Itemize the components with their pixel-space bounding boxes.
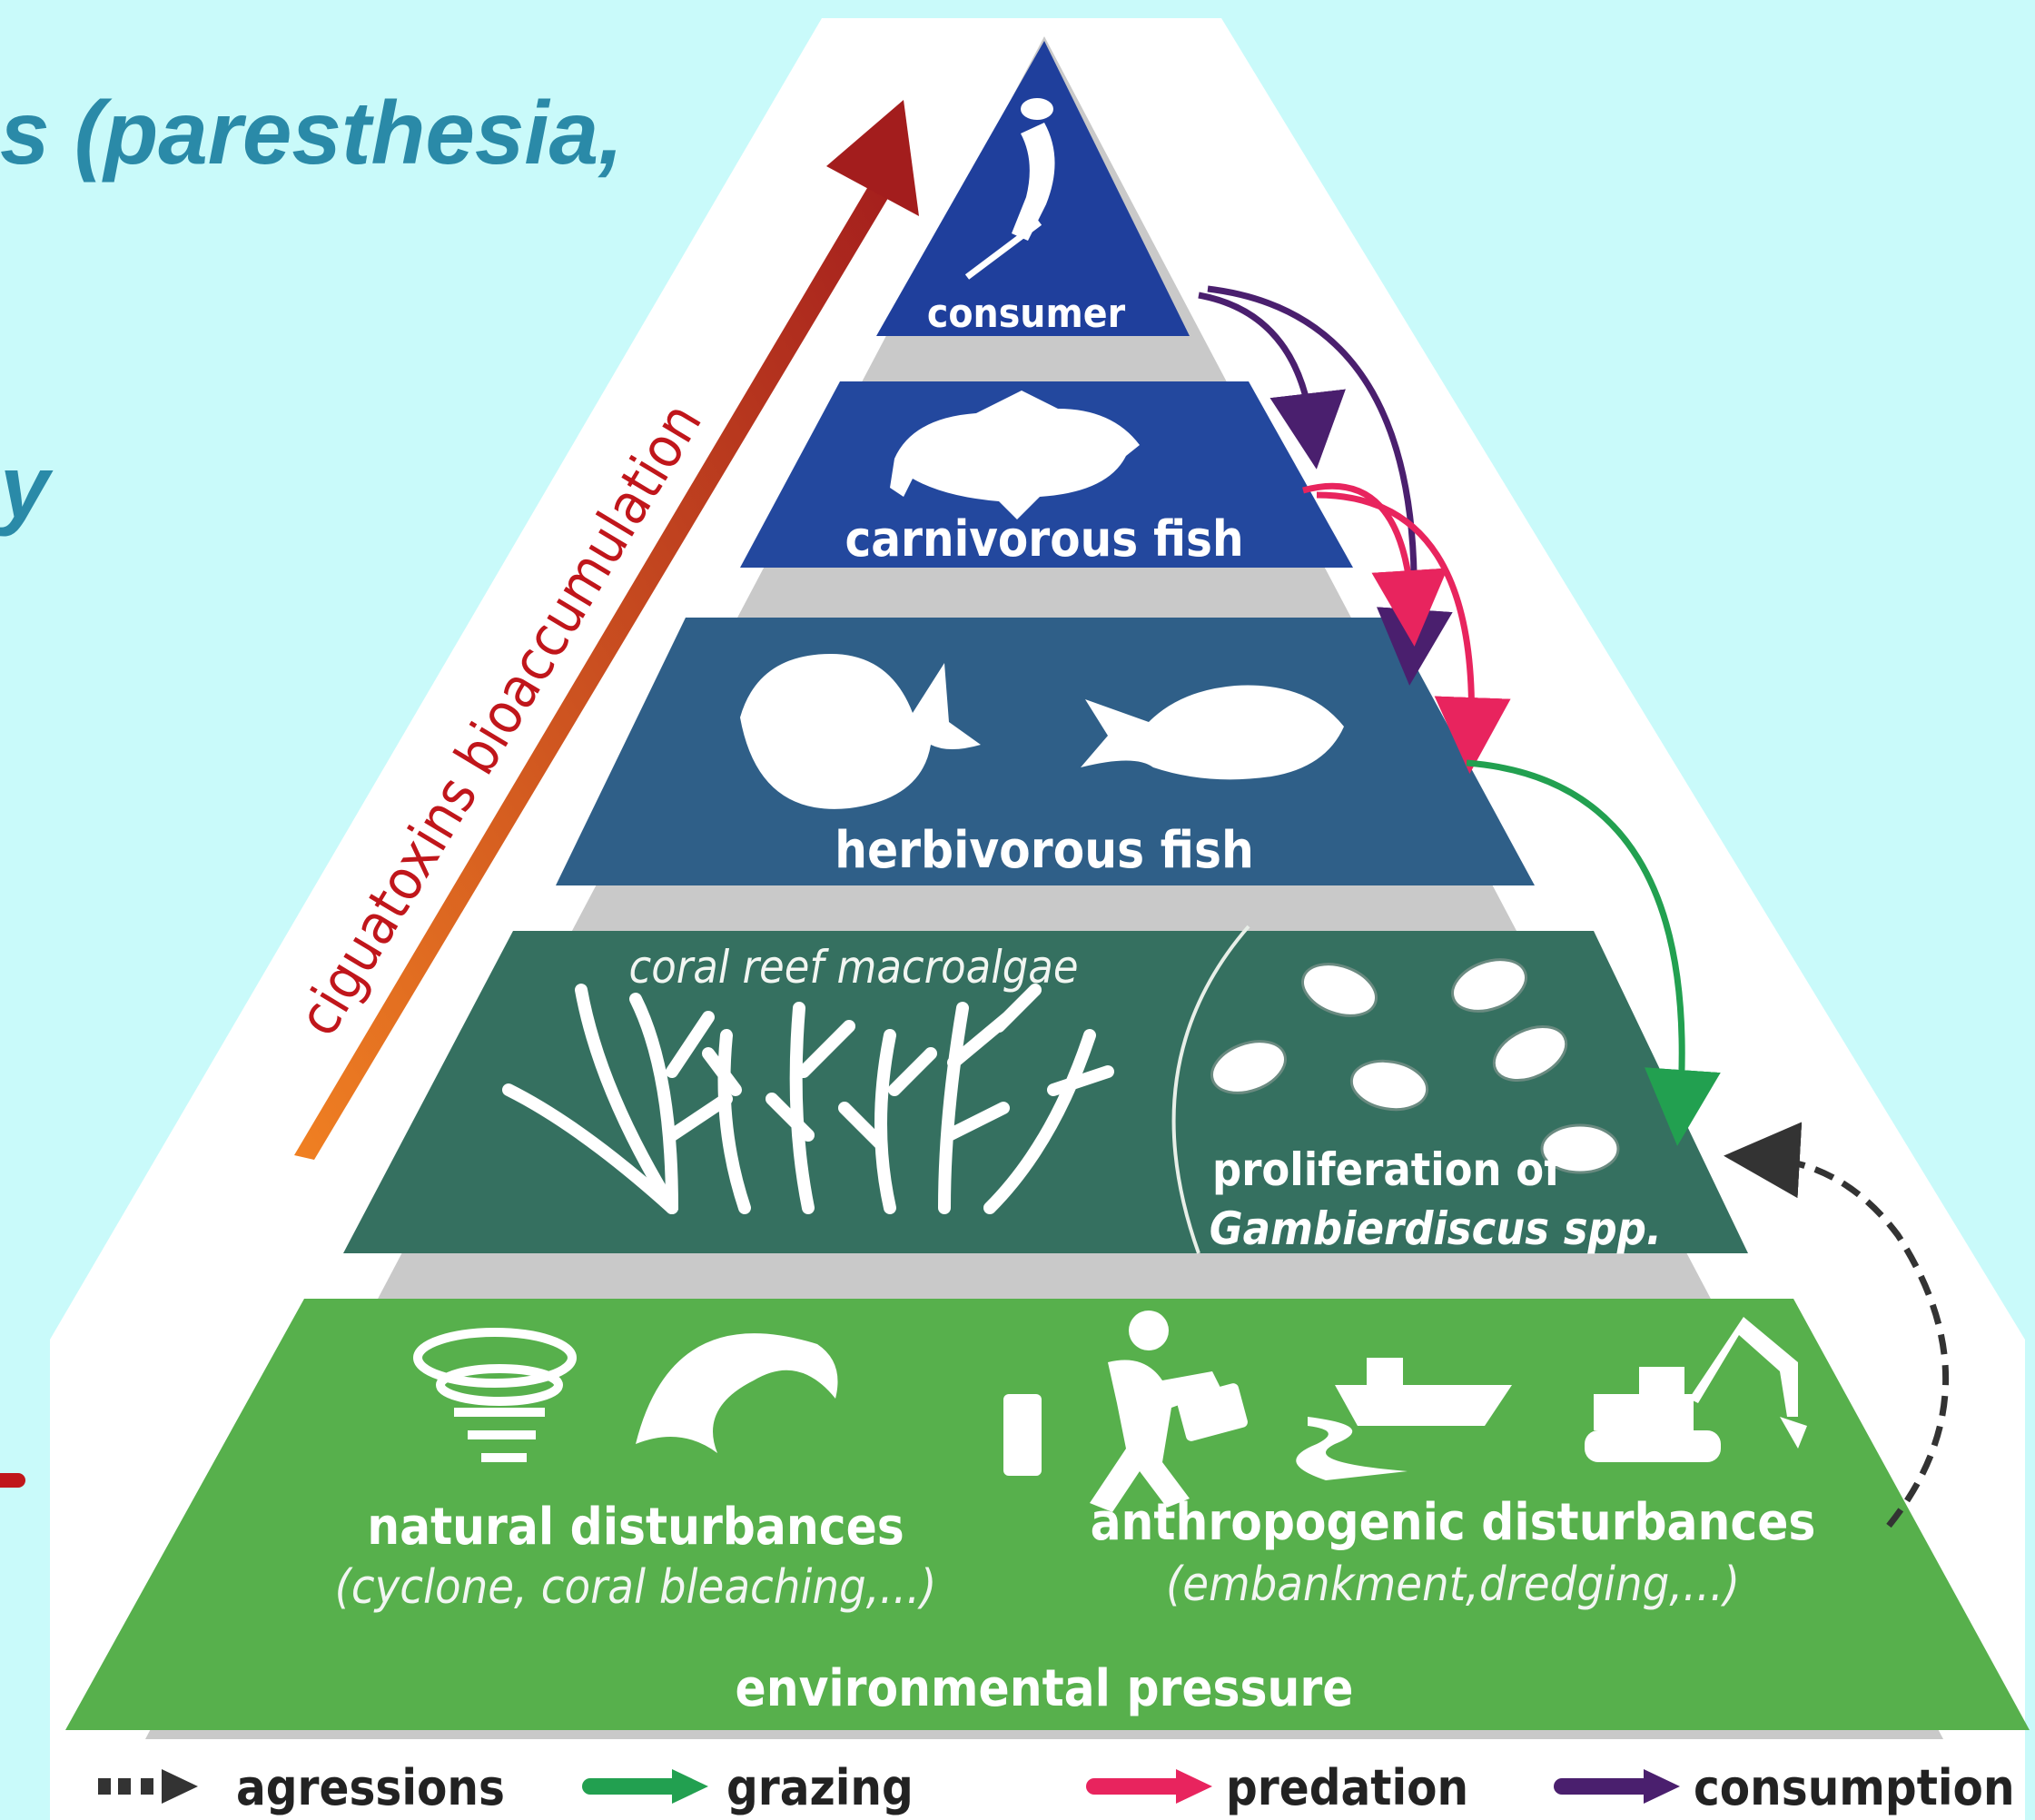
slide-text-line-1: s (paresthesia, [0,83,624,183]
consumption-arrow-2 [1207,285,1453,686]
spearfisher-icon [964,98,1055,280]
bioaccumulation-arrow [294,100,919,1160]
grouper-fish-icon [890,391,1140,519]
surgeonfish-icon [740,654,981,809]
parrotfish-icon [1081,685,1344,780]
pollution-worker-icon [1003,1311,1248,1512]
environmental-pressure-label: environmental pressure [736,1659,1354,1718]
legend-label-grazing: grazing [726,1759,914,1816]
slide-text-line-2: y [0,437,50,537]
proliferation-label-1: proliferation of [1212,1143,1562,1196]
macroalgae-label: coral reef macroalgae [628,941,1078,994]
legend-label-predation: predation [1226,1759,1468,1816]
legend-label-agressions: agressions [236,1759,505,1816]
grazing-arrow [1466,759,1721,1146]
coral-icon [502,984,1114,1214]
legend-item-predation: predation [1086,1759,1468,1816]
ship-icon [1296,1358,1512,1480]
tier-label-consumer: consumer [927,291,1126,337]
legend: agressions grazing predation consumption [98,1759,2015,1816]
legend-item-agressions: agressions [98,1759,505,1816]
tier-macroalgae [343,931,1748,1253]
legend-item-consumption: consumption [1554,1759,2015,1816]
tier-label-herbivorous-fish: herbivorous fish [835,821,1254,880]
legend-item-grazing: grazing [582,1759,914,1816]
predation-arrow-2 [1316,491,1511,774]
proliferation-divider [1171,925,1250,1254]
anthropogenic-disturbances-title: anthropogenic disturbances [1091,1493,1816,1552]
natural-disturbances-title: natural disturbances [367,1498,904,1557]
tier-label-carnivorous-fish: carnivorous fish [845,510,1243,568]
wave-icon [636,1333,838,1453]
consumption-arrow-1 [1198,292,1346,470]
legend-label-consumption: consumption [1694,1759,2015,1816]
anthropogenic-disturbances-sub: (embankment,dredging,...) [1166,1558,1740,1612]
excavator-icon [1585,1317,1807,1462]
natural-disturbances-sub: (cyclone, coral bleaching,...) [335,1560,937,1615]
proliferation-label-2: Gambierdiscus spp. [1210,1202,1662,1255]
agression-arrow [1724,1122,1949,1528]
dinoflagellate-icon [1210,958,1620,1174]
slide-red-stroke [0,1473,25,1488]
tier-environment [65,1299,2030,1730]
cyclone-icon [413,1328,577,1462]
